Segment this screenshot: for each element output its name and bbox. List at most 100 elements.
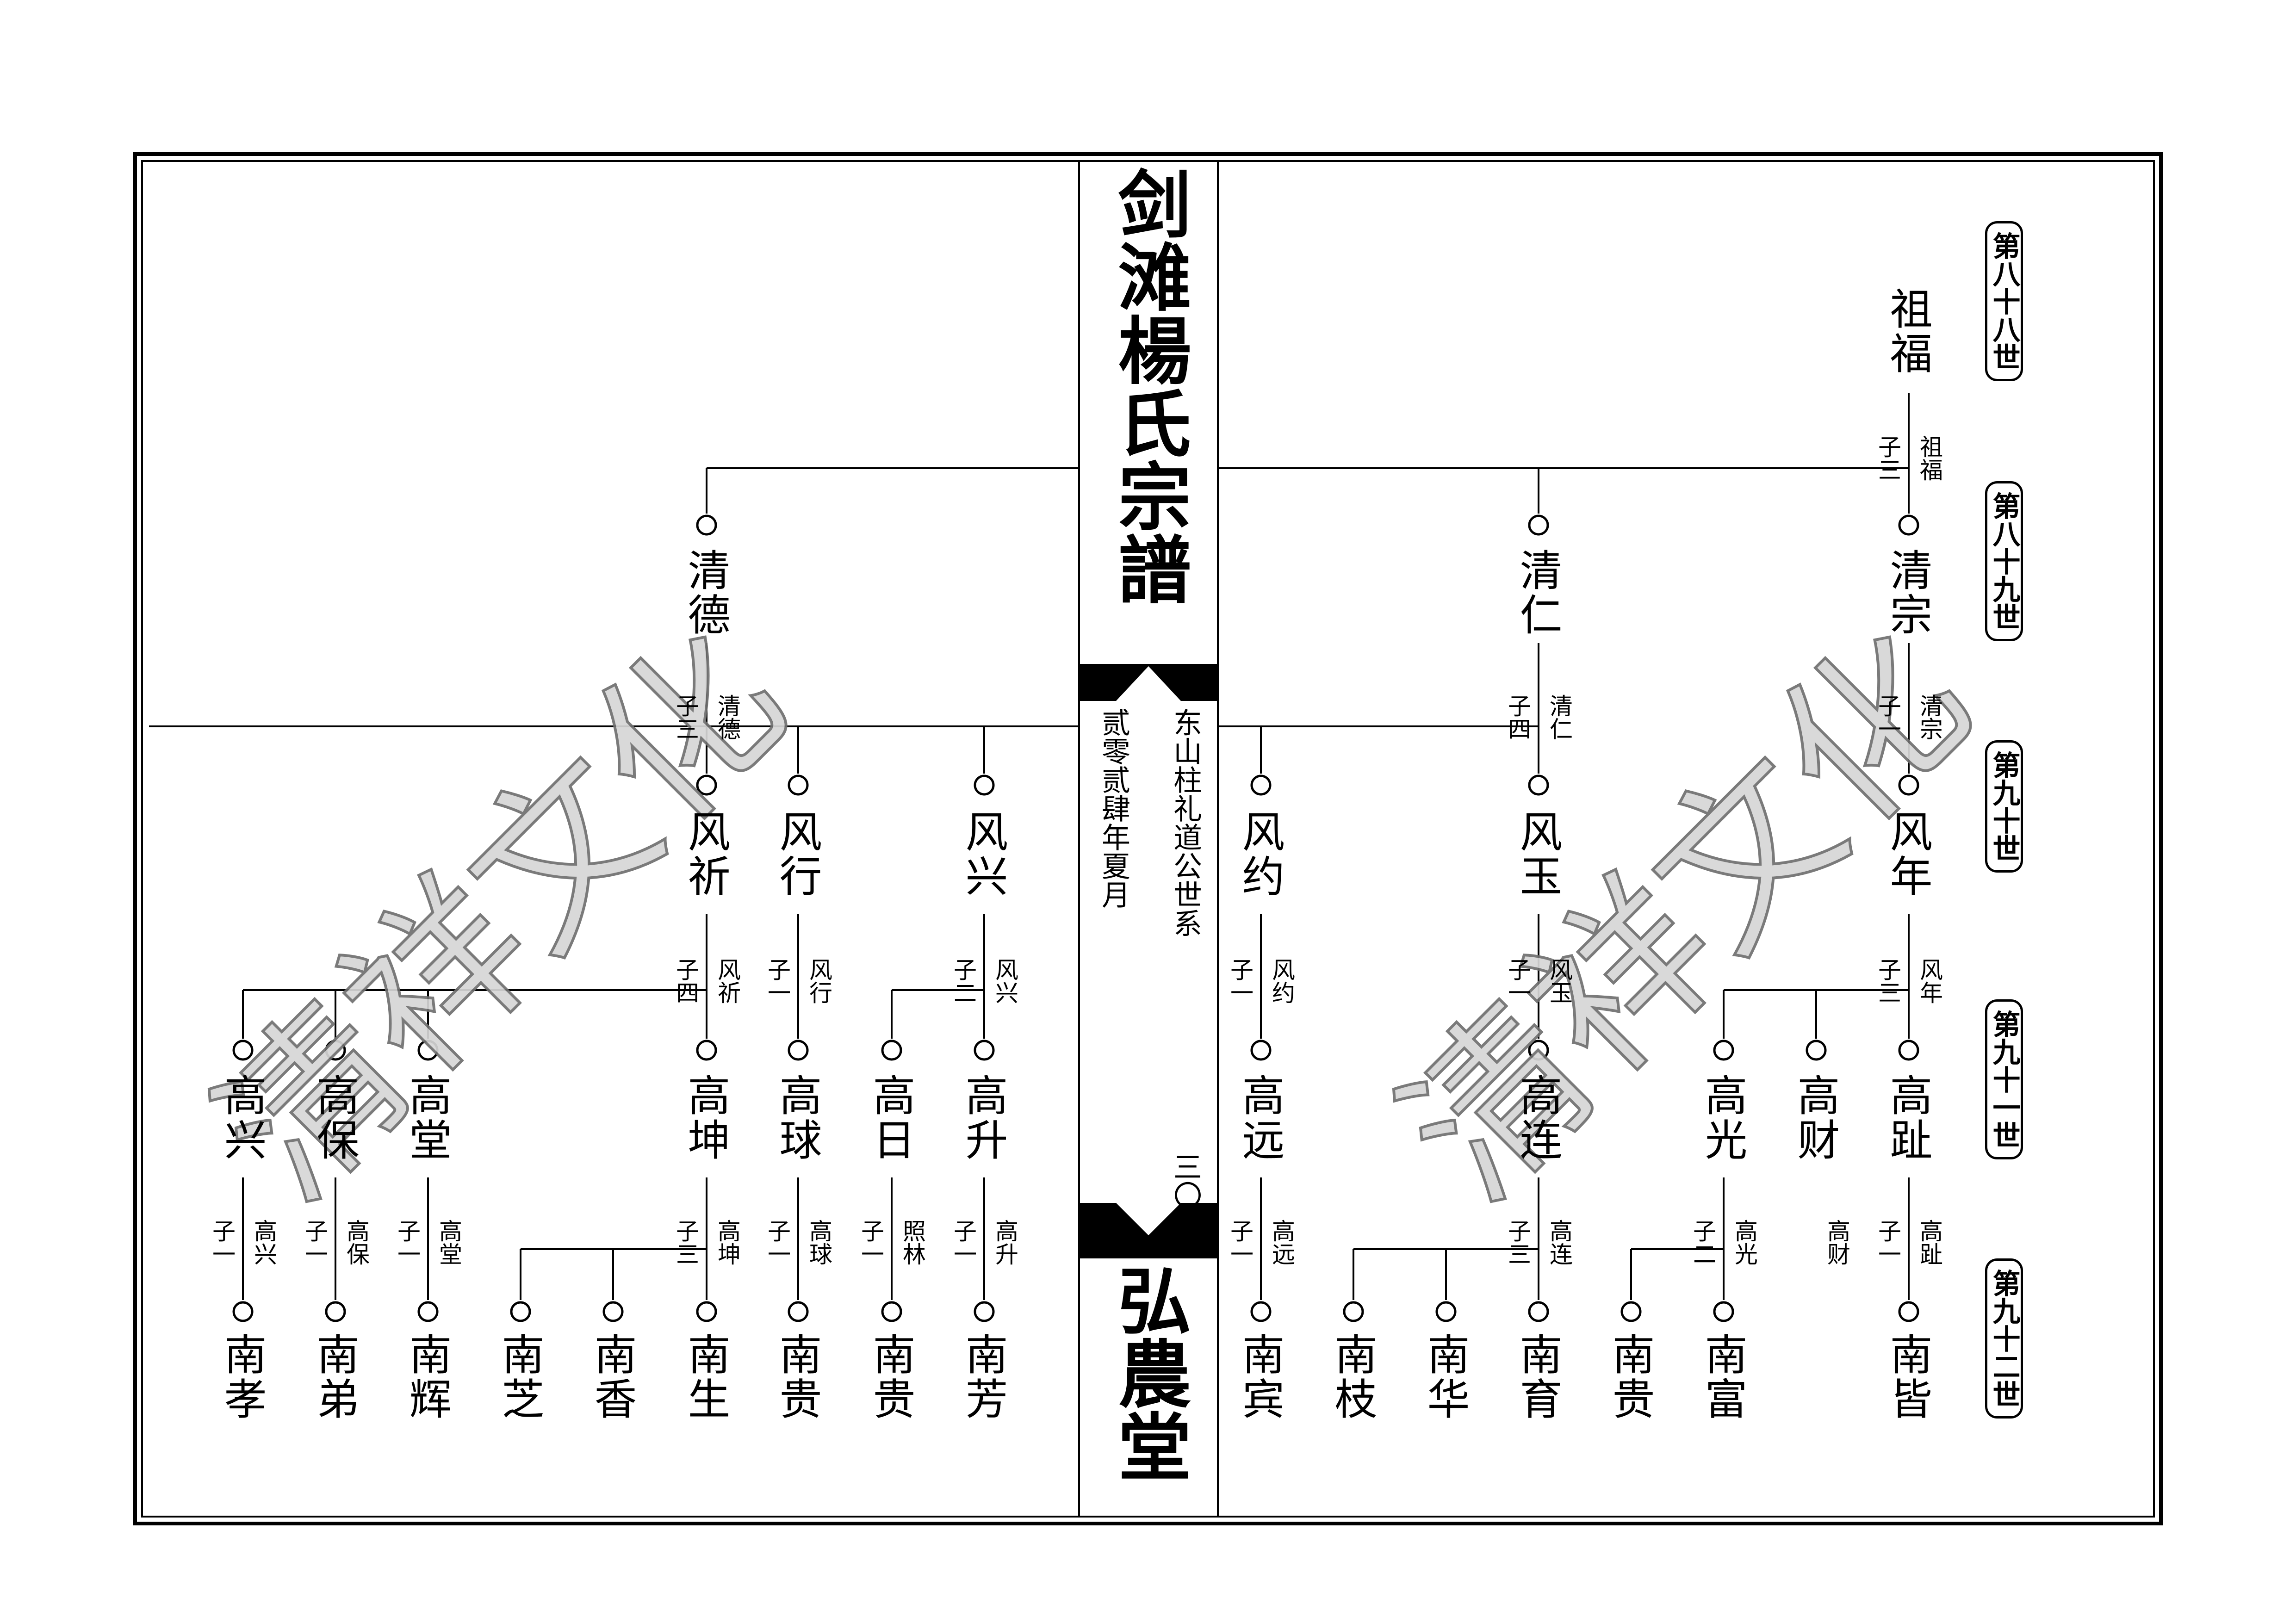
node-marker — [1898, 514, 1919, 536]
son-count-note: 子二 — [1689, 1219, 1716, 1265]
outer-frame — [133, 152, 2163, 1525]
son-count-note: 子一 — [1874, 1219, 1901, 1265]
person-name: 南芳 — [958, 1332, 1008, 1421]
father-note: 高保 — [343, 1219, 370, 1265]
son-count-note: 子一 — [764, 1219, 791, 1265]
node-marker — [974, 1040, 995, 1061]
father-note: 高球 — [806, 1219, 832, 1265]
hall-name: 弘農堂 — [1105, 1263, 1191, 1482]
fishtail-top — [1079, 664, 1218, 701]
node-marker — [1898, 1301, 1919, 1322]
person-name: 南弟 — [310, 1332, 359, 1421]
node-marker — [788, 1040, 809, 1061]
father-note: 风年 — [1916, 958, 1943, 1004]
son-count-note: 子一 — [1227, 958, 1253, 1004]
person-name: 南生 — [681, 1332, 730, 1421]
son-count-note: 子三 — [1874, 435, 1901, 481]
person-name: 高日 — [866, 1073, 915, 1162]
person-name: 高坤 — [681, 1073, 730, 1162]
son-count-note: 子一 — [950, 1219, 977, 1265]
node-marker — [696, 514, 717, 536]
son-count-note: 子一 — [764, 958, 791, 1004]
son-count-note: 子一 — [1227, 1219, 1253, 1265]
node-marker — [1898, 774, 1919, 796]
node-marker — [1898, 1040, 1919, 1061]
person-name: 高连 — [1513, 1073, 1562, 1162]
person-name: 清仁 — [1513, 548, 1562, 637]
person-name: 清宗 — [1883, 548, 1932, 637]
son-count-note: 子三 — [672, 1219, 699, 1265]
person-name: 南皆 — [1883, 1332, 1932, 1421]
son-count-note: 子二 — [950, 958, 977, 1004]
person-name: 高远 — [1235, 1073, 1285, 1162]
father-note: 高堂 — [435, 1219, 462, 1265]
person-name: 高堂 — [402, 1073, 452, 1162]
father-note: 风祈 — [714, 958, 741, 1004]
generation-label-89: 第八十九世 — [1985, 481, 2023, 641]
father-note: 清宗 — [1916, 694, 1943, 740]
generation-label-90: 第九十世 — [1985, 740, 2023, 873]
node-marker — [1250, 774, 1272, 796]
node-marker — [1528, 1040, 1549, 1061]
father-note: 高财 — [1824, 1219, 1850, 1265]
node-marker — [696, 774, 717, 796]
son-count-note: 子一 — [209, 1219, 236, 1265]
node-marker — [974, 1301, 995, 1322]
node-marker — [325, 1040, 346, 1061]
person-name: 高升 — [958, 1073, 1008, 1162]
node-marker — [881, 1301, 902, 1322]
generation-label-91: 第九十一世 — [1985, 999, 2023, 1159]
node-marker — [788, 1301, 809, 1322]
node-marker — [788, 774, 809, 796]
person-name: 南富 — [1698, 1332, 1747, 1421]
son-count-note: 子一 — [394, 1219, 421, 1265]
person-name: 高光 — [1698, 1073, 1747, 1162]
fishtail-bottom — [1079, 1203, 1218, 1258]
father-note: 清仁 — [1546, 694, 1573, 740]
person-name: 风行 — [772, 810, 822, 898]
person-name: 风玉 — [1513, 810, 1562, 898]
node-marker — [1435, 1301, 1457, 1322]
father-note: 高远 — [1268, 1219, 1295, 1265]
father-note: 高兴 — [250, 1219, 277, 1265]
person-name: 南枝 — [1328, 1332, 1377, 1421]
person-name: 风年 — [1883, 810, 1932, 898]
person-name: 高财 — [1790, 1073, 1840, 1162]
person-name: 高兴 — [217, 1073, 267, 1162]
son-count-note: 子三 — [672, 694, 699, 740]
father-note: 风兴 — [992, 958, 1018, 1004]
book-title: 剑滩楊氏宗譜 — [1105, 167, 1191, 605]
node-marker — [417, 1040, 439, 1061]
person-name: 南孝 — [217, 1332, 267, 1421]
node-marker — [510, 1301, 531, 1322]
person-name: 风祈 — [681, 810, 730, 898]
node-marker — [974, 774, 995, 796]
node-marker — [696, 1301, 717, 1322]
node-marker — [1528, 774, 1549, 796]
father-note: 高光 — [1731, 1219, 1758, 1265]
node-marker — [696, 1040, 717, 1061]
father-note: 风约 — [1268, 958, 1295, 1004]
node-marker — [1806, 1040, 1827, 1061]
node-marker — [881, 1040, 902, 1061]
node-marker — [1620, 1301, 1642, 1322]
person-name: 南贵 — [866, 1332, 915, 1421]
son-count-note: 子四 — [1504, 694, 1531, 740]
person-name: 南香 — [587, 1332, 637, 1421]
father-note: 风行 — [806, 958, 832, 1004]
person-name: 南芝 — [495, 1332, 544, 1421]
son-count-note: 子四 — [672, 958, 699, 1004]
person-name: 风兴 — [958, 810, 1008, 898]
son-count-note: 子一 — [857, 1219, 884, 1265]
node-marker — [232, 1301, 254, 1322]
node-marker — [417, 1301, 439, 1322]
person-name: 高趾 — [1883, 1073, 1932, 1162]
node-marker — [1713, 1301, 1734, 1322]
person-name: 南贵 — [1605, 1332, 1655, 1421]
son-count-note: 子三 — [1504, 1219, 1531, 1265]
son-count-note: 子一 — [1504, 958, 1531, 1004]
compile-date: 贰零贰肆年夏月 — [1097, 708, 1130, 909]
person-name: 高保 — [310, 1073, 359, 1162]
